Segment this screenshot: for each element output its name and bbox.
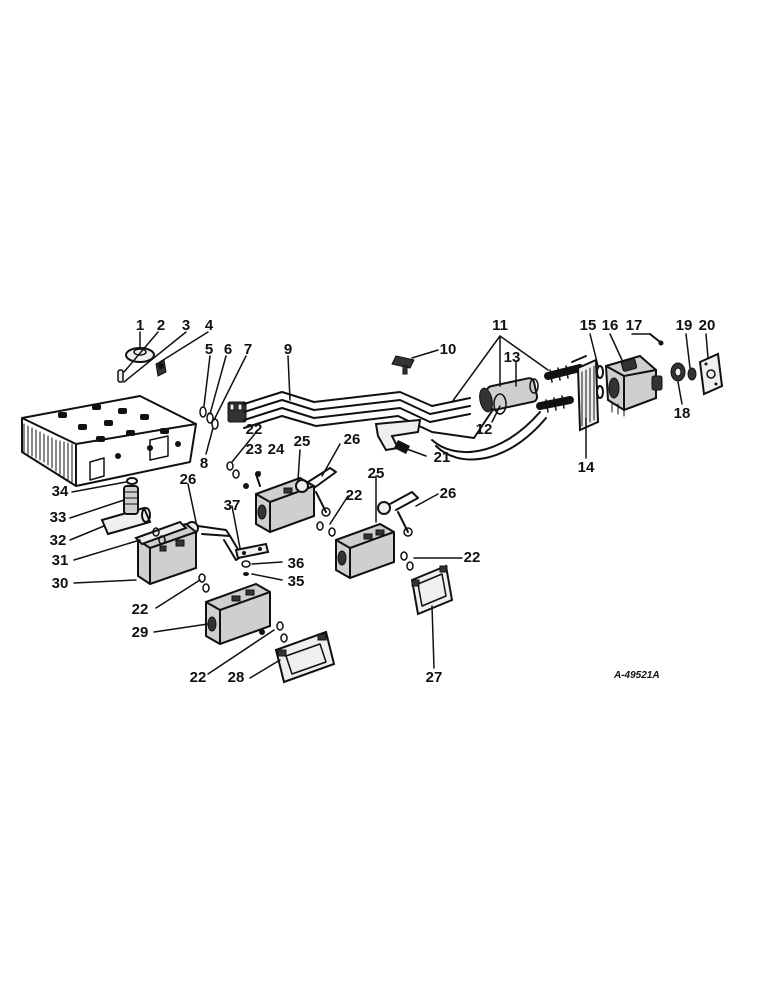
callout-26-left: 26	[180, 471, 197, 488]
callout-18: 18	[674, 405, 691, 422]
callout-34: 34	[52, 483, 69, 500]
callout-5: 5	[205, 341, 213, 358]
pump-16	[604, 354, 663, 417]
outlet-section-29	[205, 582, 271, 646]
callout-25-lower: 25	[368, 465, 385, 482]
drawing-number: A-49521A	[613, 670, 660, 681]
callout-32: 32	[50, 532, 67, 549]
callout-19: 19	[676, 317, 693, 334]
callout-35: 35	[288, 573, 305, 590]
callout-27: 27	[426, 669, 443, 686]
lever-26a	[295, 467, 337, 517]
callout-25-upper: 25	[294, 433, 311, 450]
callout-7: 7	[244, 341, 252, 358]
elbow-fitting	[227, 401, 247, 423]
callout-15: 15	[580, 317, 597, 334]
callout-28: 28	[228, 669, 245, 686]
callout-3: 3	[182, 317, 190, 334]
end-plate-28	[274, 630, 336, 684]
callout-16: 16	[602, 317, 619, 334]
callout-6: 6	[224, 341, 232, 358]
callout-23: 23	[246, 441, 263, 458]
bracket-21	[374, 418, 422, 454]
callout-9: 9	[284, 341, 292, 358]
washer-34	[126, 477, 138, 485]
screw-17	[649, 333, 664, 346]
callout-37: 37	[224, 497, 241, 514]
callout-29: 29	[132, 624, 149, 641]
callout-33: 33	[50, 509, 67, 526]
callout-labels: 1 2 3 4 5 6 7 8 9 10 11 12 13 14 15 16 1…	[50, 317, 716, 686]
gasket-20	[698, 352, 724, 396]
callout-26-upper: 26	[344, 431, 361, 448]
callout-26-right: 26	[440, 485, 457, 502]
callout-10: 10	[440, 341, 457, 358]
tube-assembly	[243, 391, 547, 461]
end-plate-27	[410, 564, 454, 616]
callout-36: 36	[288, 555, 305, 572]
plug-4	[155, 359, 167, 377]
leader-lines	[69, 331, 709, 679]
clip-10	[391, 355, 415, 375]
link-37	[234, 542, 270, 560]
callout-22-middle: 22	[346, 487, 363, 504]
callout-22-left: 22	[132, 601, 149, 618]
callout-2: 2	[157, 317, 165, 334]
callout-4: 4	[205, 317, 214, 334]
valve-section-25b	[335, 522, 395, 580]
filler-cap	[125, 347, 155, 363]
drive-coupling-18	[670, 362, 686, 382]
callout-17: 17	[626, 317, 643, 334]
callout-22-upper: 22	[246, 421, 263, 438]
callout-22-right: 22	[464, 549, 481, 566]
hose-fittings	[536, 355, 587, 413]
filter-assembly	[479, 377, 539, 415]
reservoir-housing	[21, 395, 197, 487]
plate-14	[576, 358, 600, 432]
callout-12: 12	[476, 421, 493, 438]
callout-30: 30	[52, 575, 69, 592]
callout-31: 31	[52, 552, 69, 569]
callout-22-bottom: 22	[190, 669, 207, 686]
gasket-2	[117, 369, 124, 383]
strainer-33	[123, 485, 139, 515]
callout-11: 11	[492, 317, 508, 334]
callout-14: 14	[578, 459, 595, 476]
callout-24: 24	[268, 441, 285, 458]
lever-26b	[377, 491, 419, 537]
pin-35-36	[241, 560, 251, 576]
callout-13: 13	[504, 349, 521, 366]
callout-8: 8	[200, 455, 208, 472]
callout-20: 20	[699, 317, 716, 334]
callout-1: 1	[136, 317, 144, 334]
callout-21: 21	[434, 449, 451, 466]
seal-19	[687, 367, 697, 381]
seal-15	[596, 365, 604, 399]
plate-31	[134, 520, 188, 546]
